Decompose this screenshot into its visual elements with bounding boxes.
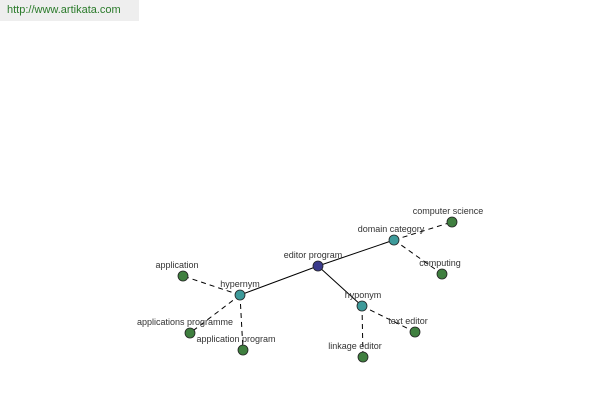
graph-nodes: editor program domain category hypernym hyp… bbox=[137, 206, 484, 363]
node-marker-text-editor[interactable] bbox=[409, 326, 421, 338]
node-label-domain-category: domain category bbox=[358, 224, 425, 234]
edge-editor-program-to-hypernym bbox=[239, 265, 319, 296]
node-marker-applications-programme[interactable] bbox=[184, 327, 196, 339]
edge-hypernym-to-application bbox=[182, 275, 241, 296]
node-label-hyponym: hyponym bbox=[345, 290, 382, 300]
site-url[interactable]: http://www.artikata.com bbox=[0, 0, 139, 21]
node-label-text-editor: text editor bbox=[388, 316, 428, 326]
node-marker-domain-category[interactable] bbox=[388, 234, 400, 246]
node-marker-application-program[interactable] bbox=[237, 344, 249, 356]
edge-editor-program-to-hyponym bbox=[317, 265, 363, 307]
graph-edges bbox=[182, 221, 453, 358]
node-application[interactable]: application bbox=[155, 260, 199, 282]
node-marker-application[interactable] bbox=[177, 270, 189, 282]
node-label-computer-science: computer science bbox=[413, 206, 484, 216]
node-label-linkage-editor: linkage editor bbox=[328, 341, 382, 351]
edge-hyponym-to-text-editor bbox=[361, 305, 416, 333]
edge-hypernym-to-applications-programme bbox=[189, 294, 241, 334]
node-marker-computer-science[interactable] bbox=[446, 216, 458, 228]
node-marker-computing[interactable] bbox=[436, 268, 448, 280]
edge-domain-category-to-computer-science bbox=[393, 221, 453, 241]
node-label-application: application bbox=[155, 260, 198, 270]
node-marker-editor-program[interactable] bbox=[312, 260, 324, 272]
node-applications-programme[interactable]: applications programme bbox=[137, 317, 233, 339]
node-linkage-editor[interactable]: linkage editor bbox=[328, 341, 382, 363]
edge-editor-program-to-domain-category bbox=[317, 239, 395, 267]
node-computing[interactable]: computing bbox=[419, 258, 461, 280]
node-label-application-program: application program bbox=[196, 334, 275, 344]
node-editor-program[interactable]: editor program bbox=[284, 250, 343, 272]
node-label-editor-program: editor program bbox=[284, 250, 343, 260]
node-label-hypernym: hypernym bbox=[220, 279, 260, 289]
node-application-program[interactable]: application program bbox=[196, 334, 276, 356]
node-computer-science[interactable]: computer science bbox=[413, 206, 484, 228]
edge-domain-category-to-computing bbox=[393, 239, 443, 275]
node-hypernym[interactable]: hypernym bbox=[220, 279, 260, 301]
node-text-editor[interactable]: text editor bbox=[388, 316, 428, 338]
node-marker-hyponym[interactable] bbox=[356, 300, 368, 312]
node-label-applications-programme: applications programme bbox=[137, 317, 233, 327]
node-domain-category[interactable]: domain category bbox=[358, 224, 425, 246]
edge-hypernym-to-application-program bbox=[239, 294, 244, 351]
node-marker-linkage-editor[interactable] bbox=[357, 351, 369, 363]
node-hyponym[interactable]: hyponym bbox=[345, 290, 382, 312]
node-marker-hypernym[interactable] bbox=[234, 289, 246, 301]
node-label-computing: computing bbox=[419, 258, 461, 268]
